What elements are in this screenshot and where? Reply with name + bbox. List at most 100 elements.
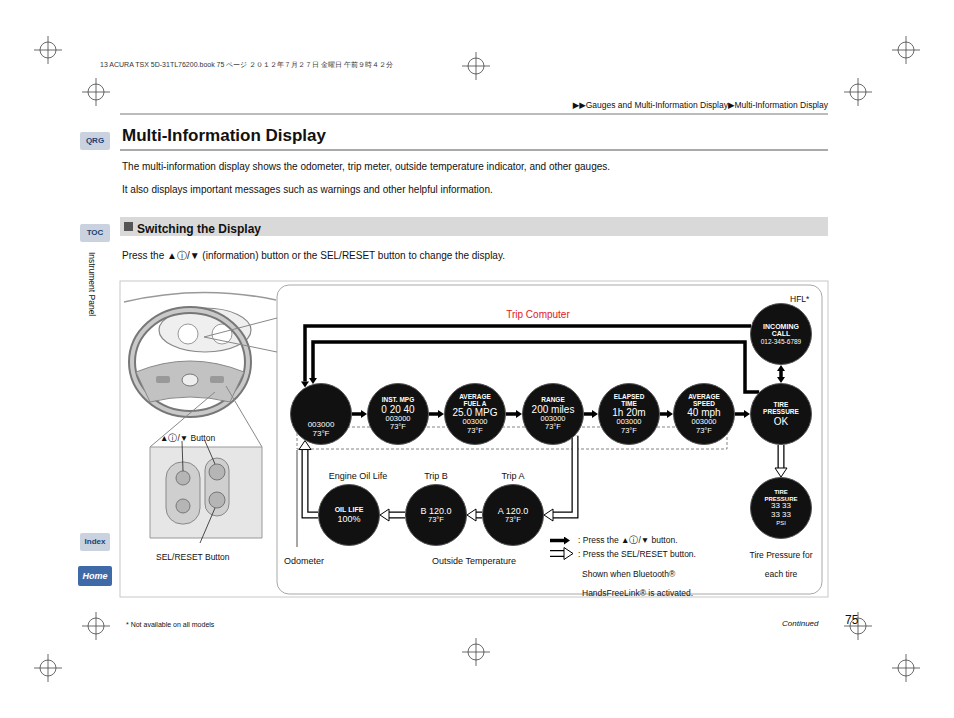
body-text: Press the ▲ⓘ/▼ (information) button or t… <box>122 250 505 261</box>
side-tab: TOC <box>87 228 104 238</box>
display-screen: RANGE200 miles00300073°F <box>522 383 584 445</box>
connector-arrow <box>352 414 361 415</box>
screen-content: A 120.073°F <box>482 484 544 546</box>
legend-sample <box>548 547 576 560</box>
connector-arrow <box>429 414 438 415</box>
note-text: Shown when Bluetooth® HandsFreeLink® is … <box>582 569 693 598</box>
zoom-lines <box>150 392 215 447</box>
rule-lines <box>120 150 828 151</box>
display-screen: A 120.073°F <box>482 484 544 546</box>
display-screen: AVERAGE SPEED40 mph00300073°F <box>673 383 735 445</box>
display-screen: B 120.073°F <box>405 484 467 546</box>
display-label: Trip A <box>501 471 524 481</box>
screen-text: 73°F <box>390 423 406 431</box>
steering-wheel-illustration <box>124 292 276 302</box>
arrow-outline <box>778 445 785 468</box>
callout-label: ▲ⓘ/▼ Button <box>160 426 215 445</box>
screen-content: OIL LIFE100% <box>318 484 380 546</box>
group-label: Trip Computer <box>506 309 570 320</box>
arrow-body-black <box>735 412 744 416</box>
callout-label: SEL/RESET Button <box>156 545 230 564</box>
connector-arrow <box>584 414 592 415</box>
screen-content: AVERAGE FUEL A25.0 MPG00300073°F <box>444 383 506 445</box>
arrow-outline <box>476 512 482 519</box>
screen-text: 003000 <box>462 418 487 426</box>
screen-text: 100% <box>337 514 360 524</box>
screen-text: 73°F <box>428 516 444 524</box>
display-label: Trip A <box>501 464 524 483</box>
crop-marks <box>476 638 477 666</box>
display-label: Odometer <box>284 549 324 568</box>
legend-sample <box>548 534 576 547</box>
section-band <box>124 222 133 231</box>
display-screen: INST. MPG0 20 4000300073°F <box>367 383 429 445</box>
connector-arrow <box>305 326 751 381</box>
body-text: The multi-information display shows the … <box>122 155 610 174</box>
screen-circle <box>751 304 812 365</box>
leader-lines <box>182 441 297 547</box>
arrow-outline <box>305 450 318 515</box>
screen-text: 003000 <box>616 418 641 426</box>
button-panel-closeup <box>166 462 200 524</box>
screen-circle <box>291 384 352 445</box>
legend-text: : Press the ▲ⓘ/▼ button. <box>578 535 678 547</box>
screen-text: 73°F <box>313 430 330 439</box>
connector-arrow <box>313 342 759 392</box>
screen-content: AVERAGE SPEED40 mph00300073°F <box>673 383 735 445</box>
legend-item: : Press the SEL/RESET button. <box>548 547 696 560</box>
steering-wheel-illustration <box>210 376 224 383</box>
leader-lines <box>205 441 215 464</box>
screen-circle <box>483 485 544 546</box>
crop-marks <box>96 612 97 640</box>
chapter-tab: Instrument Panel <box>85 252 104 316</box>
screen-text: INST. MPG <box>382 396 415 403</box>
screen-text: 73°F <box>545 423 561 431</box>
button-panel-closeup <box>150 447 262 538</box>
callout-label: ▲ⓘ/▼ Button <box>160 433 215 443</box>
body-text: Press the ▲ⓘ/▼ (information) button or t… <box>122 244 505 263</box>
screen-text: OIL LIFE <box>335 506 364 514</box>
button-panel-closeup <box>205 458 229 516</box>
button-panel-closeup <box>176 499 190 513</box>
screen-text: INCOMING CALL <box>758 323 804 339</box>
screen-circle <box>674 384 735 445</box>
crop-marks <box>34 36 920 682</box>
arrow-body-black <box>779 371 783 377</box>
rule-lines <box>120 114 828 115</box>
screen-circle <box>751 384 812 445</box>
screen-content: 00300073°F <box>290 383 352 445</box>
legend-item: : Press the ▲ⓘ/▼ button. <box>548 534 678 547</box>
screen-text: 40 mph <box>687 407 720 418</box>
note-text: Shown when Bluetooth® HandsFreeLink® is … <box>582 562 730 600</box>
display-screen: ELAPSED TIME1h 20m00300073°F <box>598 383 660 445</box>
display-screen: AVERAGE FUEL A25.0 MPG00300073°F <box>444 383 506 445</box>
screen-circle <box>319 485 380 546</box>
screen-circle <box>445 384 506 445</box>
screen-text: 25.0 MPG <box>452 407 497 418</box>
section-heading: Switching the Display <box>137 222 261 236</box>
screen-circle <box>368 384 429 445</box>
connector-arrow <box>781 445 782 468</box>
arrow-body-black <box>550 539 564 543</box>
screen-text: 33 33 <box>771 511 791 520</box>
body-text: The multi-information display shows the … <box>122 161 610 172</box>
screen-text: 200 miles <box>532 404 575 415</box>
side-tab: Index <box>85 537 106 547</box>
page-number: 75 <box>845 613 858 627</box>
crop-marks <box>906 654 907 682</box>
footnote: * Not available on all models <box>126 621 214 628</box>
arrow-body-white <box>553 436 575 515</box>
screen-content: TIRE PRESSURE33 3333 33PSI <box>750 477 812 539</box>
screen-text: 73°F <box>696 427 712 435</box>
leader-lines <box>182 441 183 471</box>
screen-content: ELAPSED TIME1h 20m00300073°F <box>598 383 660 445</box>
arrow-body-black <box>506 412 516 416</box>
arrow-outline <box>553 436 575 515</box>
steering-wheel-illustration <box>156 376 170 383</box>
chapter-tab: Instrument Panel <box>87 252 97 316</box>
button-panel-closeup <box>150 447 262 538</box>
display-label: Trip B <box>424 471 448 481</box>
screen-content: B 120.073°F <box>405 484 467 546</box>
display-label: HFL* <box>790 294 809 304</box>
screen-text: TIRE PRESSURE <box>758 401 804 416</box>
